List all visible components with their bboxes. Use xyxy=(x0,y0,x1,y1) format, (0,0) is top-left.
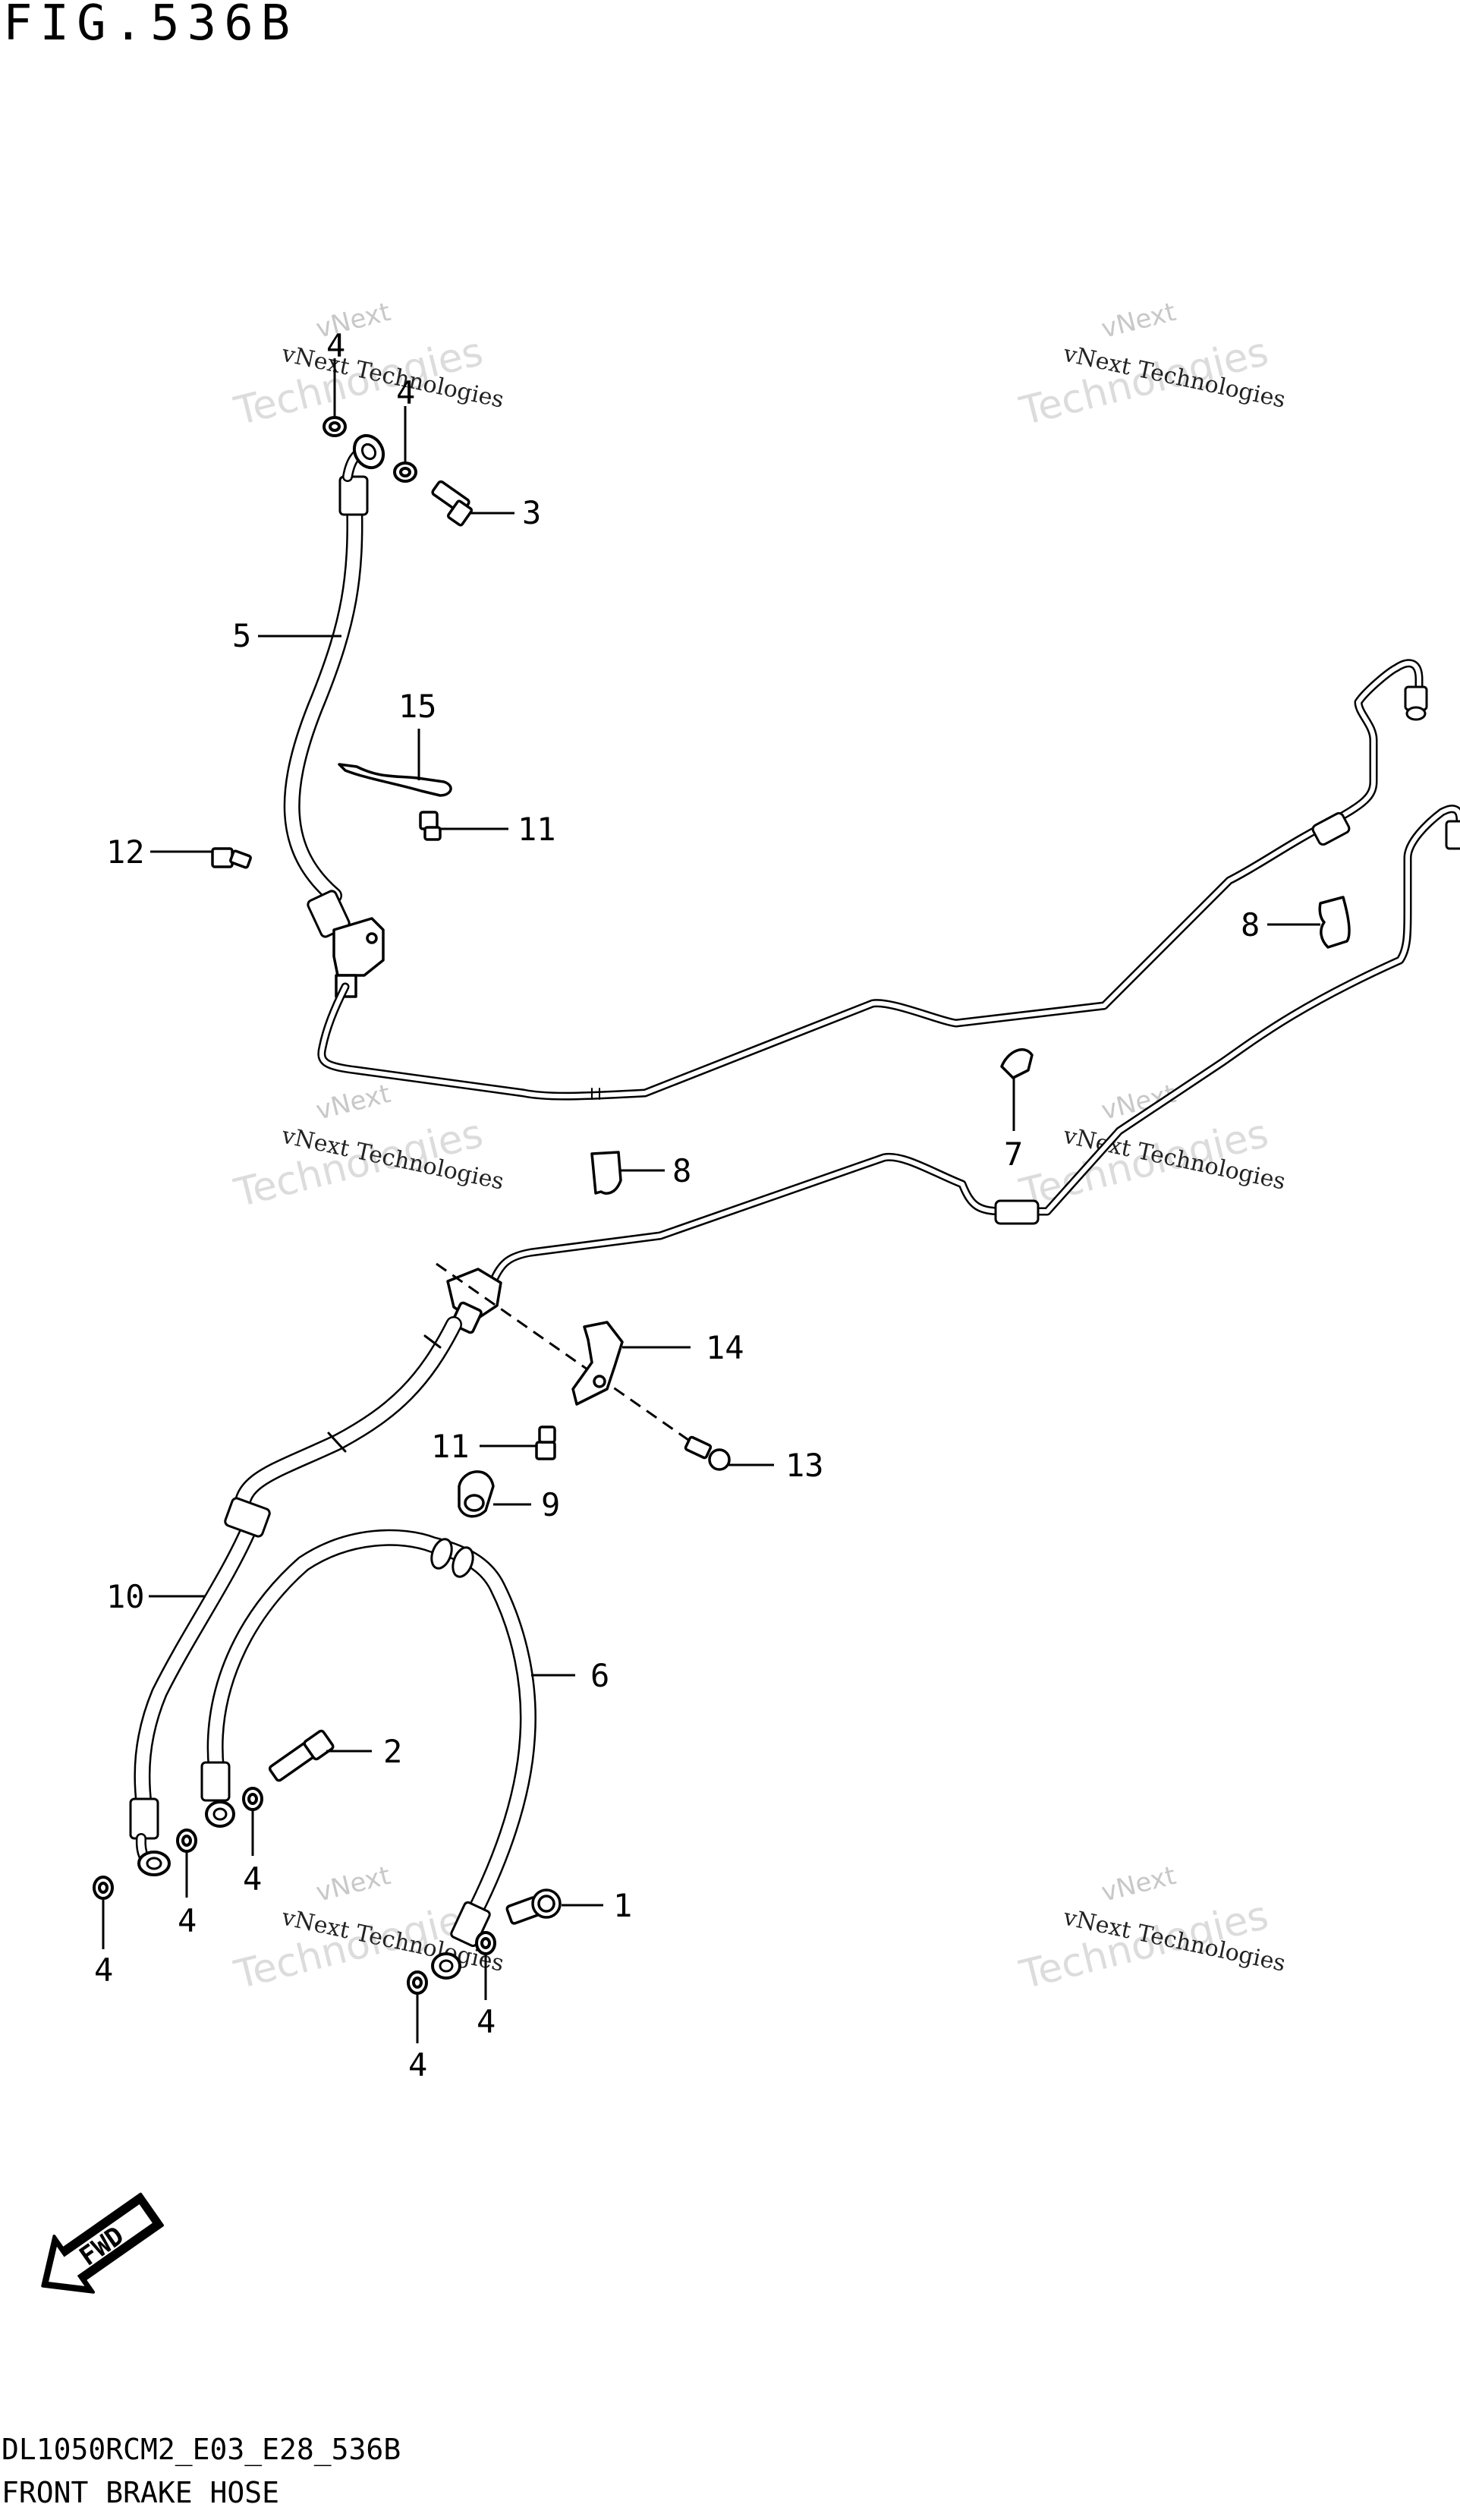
union-bolt xyxy=(268,1729,335,1782)
lower-metal-brake-pipe xyxy=(489,805,1460,1286)
union-bolt xyxy=(505,1888,562,1925)
lower-brake-hose-left xyxy=(129,1316,462,1876)
svg-text:vNext: vNext xyxy=(1099,1860,1179,1908)
callout-4: 4 xyxy=(94,1951,113,1989)
svg-text:vNext: vNext xyxy=(313,1079,394,1126)
callout-4: 4 xyxy=(477,2003,496,2040)
watermark-mid-left: vNext Technologies vNext Technologies xyxy=(230,1079,506,1217)
washer xyxy=(475,1931,496,1955)
callout-7: 7 xyxy=(1004,1136,1023,1173)
small-bolt xyxy=(535,1425,556,1460)
callout-11: 11 xyxy=(518,811,556,848)
union-bolt xyxy=(431,480,474,527)
leader-lines xyxy=(102,358,1320,2043)
flange-bolt xyxy=(211,847,252,869)
callout-4: 4 xyxy=(243,1860,262,1898)
callout-8: 8 xyxy=(672,1152,691,1189)
callout-8: 8 xyxy=(1241,906,1260,943)
upper-joint-block xyxy=(332,917,385,998)
lower-brake-hose-right xyxy=(200,1529,536,1980)
reference-dashed-line xyxy=(436,1262,714,1459)
watermark-top-left: vNext Technologies vNext Technologies xyxy=(230,297,506,435)
svg-text:vNext: vNext xyxy=(313,297,394,345)
callout-2: 2 xyxy=(383,1733,402,1770)
diagram-name: FRONT BRAKE HOSE xyxy=(2,2476,280,2509)
callout-12: 12 xyxy=(106,833,145,871)
pipe-clamp xyxy=(1000,1048,1034,1079)
washer xyxy=(242,1787,263,1811)
washer xyxy=(176,1829,197,1853)
fwd-arrow-icon: FWD xyxy=(41,2192,164,2294)
upper-brake-hose xyxy=(283,433,385,938)
hose-clamp xyxy=(458,1470,495,1518)
callout-3: 3 xyxy=(522,494,541,531)
hose-bracket xyxy=(571,1321,624,1406)
callout-11: 11 xyxy=(431,1428,470,1465)
svg-text:vNext: vNext xyxy=(313,1860,394,1908)
callout-1: 1 xyxy=(613,1887,632,1924)
callout-15: 15 xyxy=(398,688,437,725)
callout-9: 9 xyxy=(541,1486,560,1523)
callout-6: 6 xyxy=(590,1657,609,1694)
callout-10: 10 xyxy=(106,1578,145,1615)
diagram-code: DL1050RCM2_E03_E28_536B xyxy=(2,2433,401,2466)
washer xyxy=(407,1970,428,1995)
washer xyxy=(323,416,347,437)
upper-metal-brake-pipe xyxy=(317,659,1428,1101)
washer xyxy=(393,461,417,483)
callout-4: 4 xyxy=(326,327,345,364)
callout-13: 13 xyxy=(785,1447,824,1484)
figure-title: FIG.536B xyxy=(3,0,298,52)
washer xyxy=(93,1876,114,1900)
callout-14: 14 xyxy=(706,1329,744,1366)
hose-clamp xyxy=(338,763,452,797)
callouts: 4 4 3 5 15 11 12 8 7 8 14 11 13 9 10 6 2… xyxy=(94,327,1260,2084)
clip xyxy=(1318,896,1351,949)
callout-4: 4 xyxy=(408,2046,427,2084)
watermark-bottom-right: vNext Technologies vNext Technologies xyxy=(1015,1860,1288,1999)
svg-text:vNext: vNext xyxy=(1099,297,1179,345)
clip xyxy=(590,1151,622,1195)
small-bolt xyxy=(419,811,442,841)
callout-4: 4 xyxy=(396,374,415,411)
watermark-top-right: vNext Technologies vNext Technologies xyxy=(1015,297,1288,435)
callout-4: 4 xyxy=(178,1902,197,1939)
flange-bolt xyxy=(684,1435,731,1471)
callout-5: 5 xyxy=(232,617,251,654)
